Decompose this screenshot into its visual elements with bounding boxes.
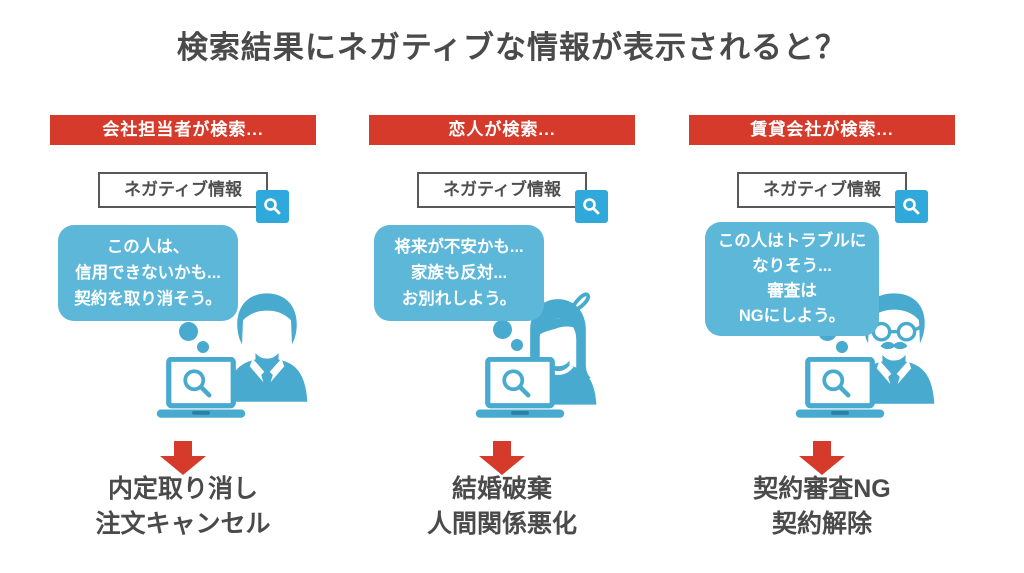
- thought-dot-small: [836, 341, 848, 353]
- thought-dot-small: [511, 339, 523, 351]
- down-arrow-icon: [160, 441, 206, 475]
- consequence-line: 契約審査NG: [753, 475, 891, 503]
- consequence-text: 結婚破棄 人間関係悪化: [352, 472, 652, 542]
- thought-line: 将来が不安かも...: [394, 238, 524, 256]
- businessman-icon: [226, 293, 308, 402]
- consequence-line: 結婚破棄: [451, 475, 552, 503]
- search-icon: [903, 198, 920, 215]
- consequence-line: 内定取り消し: [107, 475, 258, 503]
- thought-line: この人はトラブルに: [717, 232, 867, 250]
- search-icon: [264, 198, 281, 215]
- thought-line: お別れしよう。: [401, 290, 517, 308]
- thought-line: 契約を取り消そう。: [74, 290, 222, 308]
- column-header-rental: 賃貸会社が検索...: [689, 115, 955, 145]
- search-box: ネガティブ情報: [737, 172, 907, 208]
- column-rental: 賃貸会社が検索... ネガティブ情報 この人はトラブルに なりそう... 審査は…: [672, 0, 972, 573]
- column-header-lover: 恋人が検索...: [369, 115, 635, 145]
- search-button: [575, 190, 608, 223]
- thought-dot-large: [179, 322, 198, 341]
- consequence-line: 注文キャンセル: [95, 510, 271, 538]
- down-arrow-icon: [799, 441, 845, 475]
- thought-line: 信用できないかも...: [75, 264, 221, 282]
- thought-line: 家族も反対...: [410, 264, 508, 282]
- laptop-search-icon: [475, 357, 565, 418]
- thought-dot-small: [197, 341, 209, 353]
- search-box: ネガティブ情報: [417, 172, 587, 208]
- consequence-text: 内定取り消し 注文キャンセル: [33, 472, 333, 542]
- column-lover: 恋人が検索... ネガティブ情報 将来が不安かも... 家族も反対... お別れ…: [352, 0, 652, 573]
- search-button: [895, 190, 928, 223]
- consequence-text: 契約審査NG 契約解除: [672, 472, 972, 542]
- thought-bubble: 将来が不安かも... 家族も反対... お別れしよう。: [374, 225, 544, 321]
- down-arrow-icon: [479, 441, 525, 475]
- search-box: ネガティブ情報: [98, 172, 268, 208]
- search-button: [256, 190, 289, 223]
- thought-line: 審査は: [767, 282, 817, 300]
- thought-line: NGにしよう。: [738, 307, 846, 325]
- thought-bubble: この人は、 信用できないかも... 契約を取り消そう。: [58, 225, 238, 321]
- page-title: 検索結果にネガティブな情報が表示されると？: [176, 30, 848, 65]
- thought-dot-large: [493, 320, 512, 339]
- thought-line: この人は、: [106, 238, 190, 256]
- thought-bubble: この人はトラブルに なりそう... 審査は NGにしよう。: [705, 222, 879, 336]
- consequence-line: 人間関係悪化: [426, 510, 577, 538]
- thought-line: なりそう...: [752, 257, 832, 275]
- column-company: 会社担当者が検索... ネガティブ情報 この人は、 信用できないかも... 契約…: [33, 0, 333, 573]
- search-icon: [583, 198, 600, 215]
- laptop-search-icon: [156, 357, 246, 418]
- laptop-search-icon: [795, 357, 885, 418]
- column-header-company: 会社担当者が検索...: [50, 115, 316, 145]
- consequence-line: 契約解除: [771, 510, 872, 538]
